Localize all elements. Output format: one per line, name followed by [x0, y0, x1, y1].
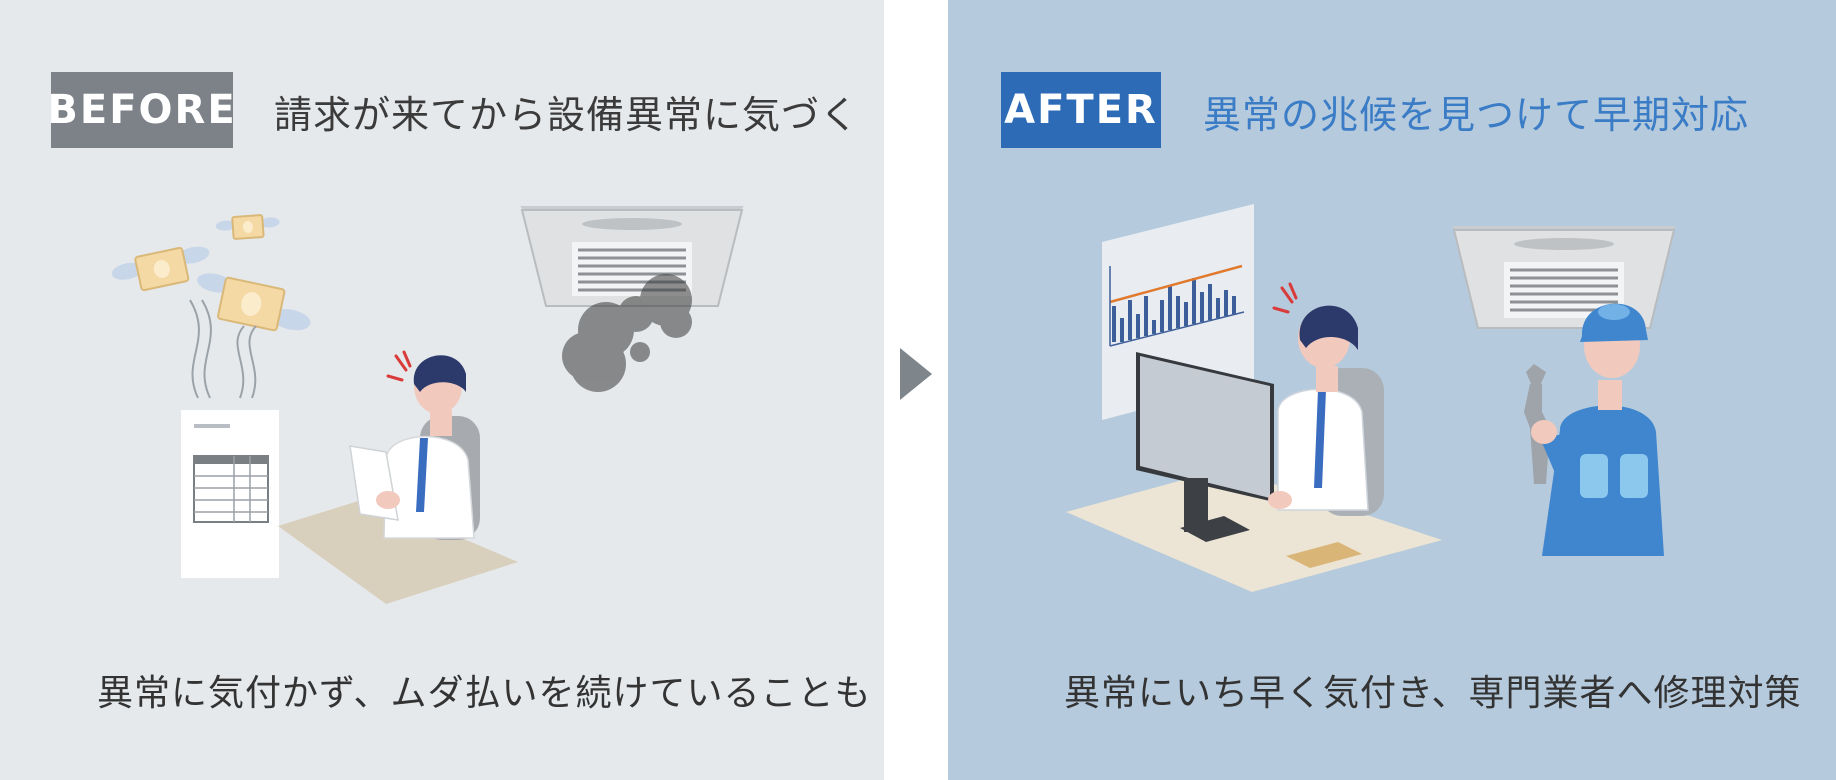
before-illustration [111, 206, 744, 604]
flying-money-icon [111, 214, 311, 399]
after-badge: AFTER [1001, 72, 1161, 148]
after-panel: AFTER 異常の兆候を見つけて早期対応 [948, 0, 1836, 780]
dirty-air-conditioner-icon [520, 206, 744, 392]
before-panel: BEFORE 請求が来てから設備異常に気づく [0, 0, 884, 780]
before-headline: 請求が来てから設備異常に気づく [274, 93, 860, 137]
after-headline: 異常の兆候を見つけて早期対応 [1203, 93, 1750, 137]
after-caption: 異常にいち早く気付き、専門業者へ修理対策 [1064, 673, 1802, 714]
before-caption: 異常に気付かず、ムダ払いを続けていることも [97, 673, 872, 714]
arrow-right-icon [900, 348, 932, 400]
bill-document-icon [181, 410, 279, 578]
worker-at-computer-icon [1268, 282, 1384, 516]
after-illustration [1066, 204, 1676, 592]
computer-monitor-icon [1136, 352, 1274, 542]
repair-technician-icon [1524, 303, 1664, 556]
before-badge: BEFORE [47, 72, 235, 148]
worried-worker-icon [278, 350, 518, 604]
air-conditioner-icon [1452, 226, 1676, 329]
